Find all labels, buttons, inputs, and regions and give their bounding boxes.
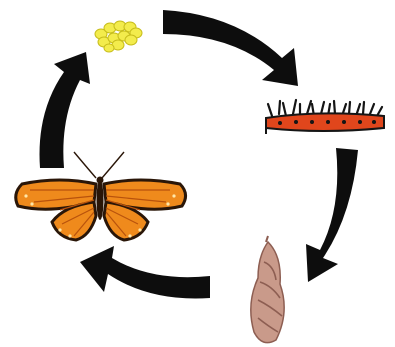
arrow-eggs-to-caterpillar: [163, 10, 298, 86]
caterpillar-icon: [266, 100, 384, 134]
arrow-adult-to-eggs: [40, 52, 91, 168]
eggs-icon: [95, 21, 142, 52]
cycle-arrows: [40, 10, 359, 299]
arrow-pupa-to-adult: [80, 246, 210, 299]
arrow-caterpillar-to-pupa: [306, 148, 358, 282]
chrysalis-icon: [251, 236, 284, 343]
